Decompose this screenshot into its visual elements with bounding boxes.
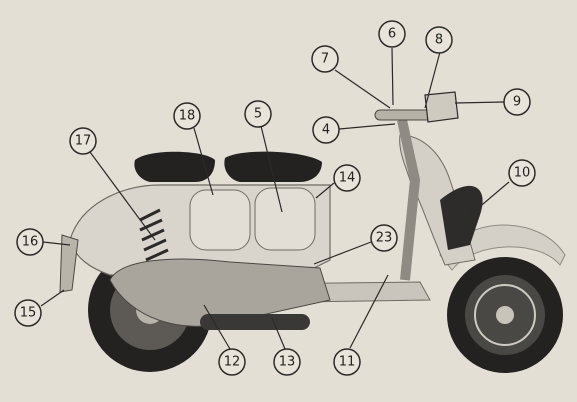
engine-housing [109, 258, 331, 327]
callout-6-label: 6 [388, 27, 396, 42]
callout-6-circle [378, 20, 406, 48]
scooter-illustration [59, 91, 566, 373]
callout-17-circle [69, 127, 97, 155]
callout-14-circle [333, 164, 361, 192]
callout-9-label: 9 [513, 95, 521, 110]
leader-lines [40, 47, 510, 350]
callout-8-circle [425, 26, 453, 54]
callout-11-label: 11 [339, 355, 356, 370]
callout-8-label: 8 [435, 33, 443, 48]
callout-5-circle [244, 100, 272, 128]
callout-18-label: 18 [179, 109, 196, 124]
rear-saddle [134, 151, 215, 182]
callout-labels: 6 8 7 9 4 18 5 17 14 10 23 16 15 12 13 1… [20, 27, 531, 370]
callout-10-circle [508, 159, 536, 187]
callout-14-label: 14 [339, 171, 356, 186]
exhaust-pipe [200, 314, 310, 330]
rear-tail [59, 234, 79, 293]
left-tank [189, 189, 251, 251]
callout-23-label: 23 [376, 231, 393, 246]
callout-5-label: 5 [254, 107, 262, 122]
callout-23-circle [370, 224, 398, 252]
callout-11-circle [333, 348, 361, 376]
rear-spring [139, 208, 169, 262]
callout-4-circle [312, 116, 340, 144]
callout-13-label: 13 [279, 355, 296, 370]
callout-17-label: 17 [75, 134, 92, 149]
callouts [14, 20, 536, 376]
front-wheel [447, 257, 563, 373]
callout-9-circle [503, 88, 531, 116]
callout-4-label: 4 [322, 123, 330, 138]
callout-13-circle [273, 348, 301, 376]
callout-18-circle [173, 102, 201, 130]
callout-12-label: 12 [224, 355, 241, 370]
front-saddle [224, 151, 322, 182]
callout-15-label: 15 [20, 306, 37, 321]
callout-12-circle [218, 348, 246, 376]
right-tank [254, 187, 316, 251]
callout-7-label: 7 [321, 52, 329, 67]
callout-15-circle [14, 299, 42, 327]
callout-16-circle [16, 228, 44, 256]
callout-10-label: 10 [514, 166, 531, 181]
headlamp [424, 91, 459, 123]
callout-16-label: 16 [22, 235, 39, 250]
front-cowl [440, 185, 483, 250]
steering-column [397, 118, 421, 281]
callout-7-circle [311, 45, 339, 73]
